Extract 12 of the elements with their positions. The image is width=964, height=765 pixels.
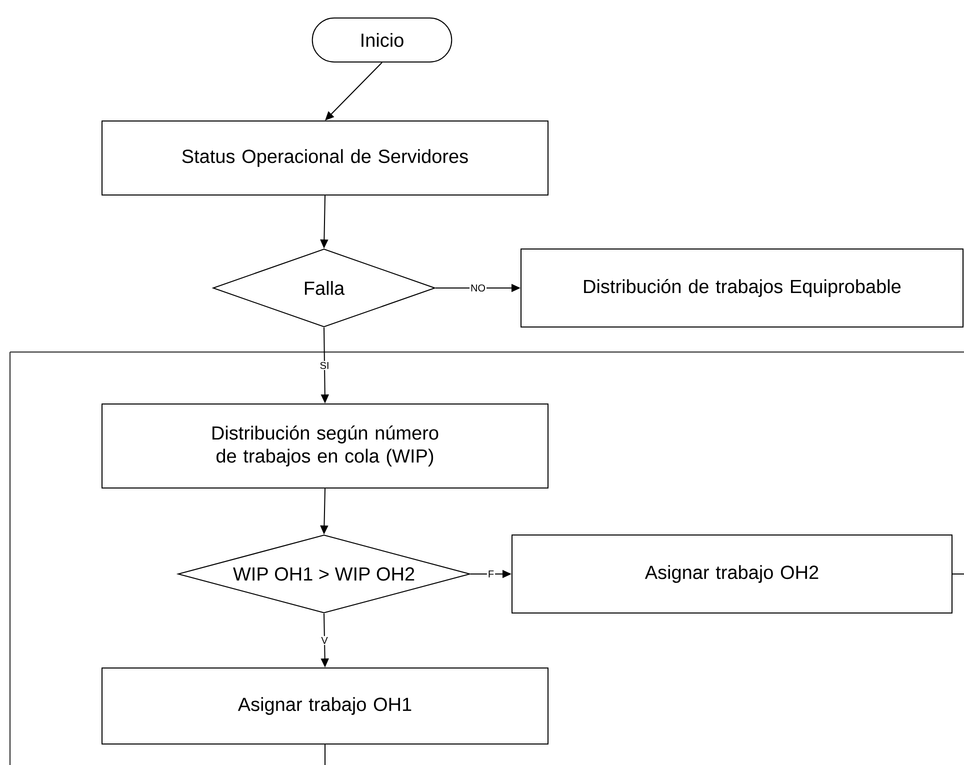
line: [324, 744, 326, 765]
process-box: Distribución según número de trabajos en cola (WIP): [102, 403, 548, 488]
edge-label: F: [486, 570, 496, 578]
process-box: Asignar trabajo OH2: [512, 534, 952, 614]
process-box: Asignar trabajo OH1: [102, 667, 548, 744]
edge-label: SI: [318, 360, 330, 370]
process-box: Distribución de trabajos Equiprobable: [520, 248, 964, 328]
line: [952, 573, 964, 574]
process-box: Status Operacional de Servidores: [102, 120, 548, 196]
edge-label: V: [320, 636, 329, 645]
arrow: [325, 62, 382, 120]
edge-label: NO: [470, 283, 486, 293]
